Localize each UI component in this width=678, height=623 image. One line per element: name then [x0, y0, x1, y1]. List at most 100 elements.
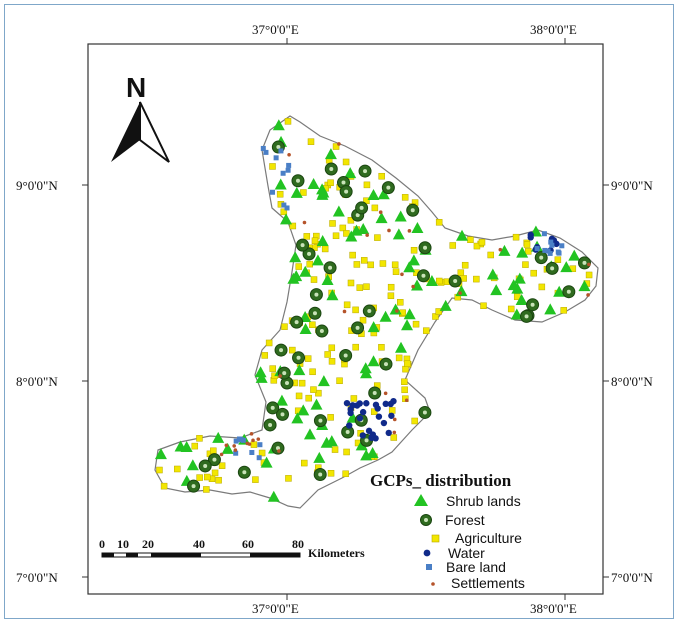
agriculture-point [328, 344, 336, 352]
shrub-point [332, 205, 345, 217]
shrub-point [154, 448, 167, 460]
agriculture-point [309, 368, 316, 376]
forest-point-core [422, 410, 427, 415]
agriculture-point [310, 276, 318, 283]
settlement-point [378, 210, 383, 215]
settlement-point [247, 442, 252, 446]
lat-label-right-9: 9°0'0"N [611, 178, 653, 193]
agriculture-point [585, 271, 593, 279]
shrub-point [560, 261, 573, 273]
agriculture-point [512, 233, 520, 241]
legend-label-agriculture: Agriculture [455, 530, 522, 546]
settlement-point [387, 228, 391, 233]
agriculture-point [203, 486, 210, 493]
agriculture-point [339, 224, 347, 232]
agriculture-point [449, 242, 457, 249]
agriculture-point [560, 307, 568, 314]
forest-point-core [530, 302, 535, 307]
agriculture-point [309, 321, 316, 328]
settlements-legend-icon [431, 582, 435, 586]
shrub-point [260, 456, 273, 468]
graticule-ticks [82, 38, 609, 600]
agriculture-legend-icon [431, 534, 440, 543]
forest-point-core [328, 265, 333, 270]
agriculture-point [342, 470, 349, 478]
water-point [369, 431, 376, 438]
agriculture-point [332, 143, 340, 150]
bare-land-point [286, 162, 292, 168]
scale-tick-60: 60 [242, 537, 254, 551]
legend-label-bare-land: Bare land [446, 559, 506, 575]
bare-land-point [233, 450, 239, 456]
north-arrow: N [111, 72, 170, 163]
settlement-point [498, 247, 503, 252]
water-point [353, 402, 361, 409]
agriculture-point [401, 194, 409, 201]
legend-label-forest: Forest [445, 512, 485, 528]
forest-point-core [363, 169, 368, 174]
agriculture-point [473, 275, 480, 283]
agriculture-point [328, 358, 336, 365]
settlement-point [287, 152, 291, 157]
forest-point-core [343, 353, 348, 358]
legend-label-shrub-lands: Shrub lands [446, 493, 521, 509]
settlement-point [407, 229, 412, 233]
agriculture-point [402, 395, 409, 402]
agriculture-point [487, 251, 494, 259]
shrub-point [254, 366, 267, 378]
agriculture-point [363, 283, 370, 290]
agriculture-point [311, 237, 319, 244]
shrub-point [186, 459, 199, 471]
agriculture-point [522, 261, 529, 268]
shrub-point [325, 435, 338, 447]
scale-unit: Kilometers [308, 546, 365, 560]
shrub-point [344, 167, 357, 179]
agriculture-point [327, 470, 335, 477]
forest-point-core [355, 213, 360, 218]
settlement-point [277, 449, 281, 453]
settlement-point [219, 452, 224, 457]
bare-land-point [256, 455, 262, 461]
shrub-point [515, 293, 528, 305]
shrub-point [568, 249, 581, 261]
settlement-point [404, 398, 409, 403]
agriculture-point [343, 230, 350, 237]
bare-land-point [555, 249, 561, 255]
forest-point-core [453, 278, 458, 283]
forest-point-core [539, 255, 544, 260]
agriculture-point [329, 220, 336, 227]
water-point [356, 415, 364, 422]
shrub-point [307, 177, 320, 189]
agriculture-point [436, 277, 443, 285]
settlement-point [278, 374, 282, 378]
agriculture-point [401, 386, 408, 394]
bare-land-point [260, 145, 266, 151]
water-point [347, 406, 354, 413]
agriculture-point [387, 283, 395, 291]
forest-point-core [329, 167, 334, 172]
shrub-point [299, 265, 312, 277]
shrub-point [375, 212, 388, 224]
agriculture-point [367, 261, 374, 269]
water-point [385, 429, 392, 437]
scale-bar: 0 10 20 40 60 80 Kilometers [99, 537, 365, 560]
shrub-point [275, 394, 288, 406]
agriculture-point [401, 378, 408, 386]
agriculture-point [343, 448, 350, 456]
settlement-point [400, 272, 404, 277]
agriculture-point [196, 474, 203, 481]
forest-point-core [341, 180, 346, 185]
study-area-boundary [154, 115, 599, 509]
bare-land-point [240, 437, 246, 443]
settlement-point [337, 142, 341, 146]
agriculture-point [342, 158, 350, 166]
agriculture-point [215, 476, 222, 484]
agriculture-point [435, 308, 442, 315]
shrub-point [367, 355, 380, 367]
shrub-point [357, 222, 370, 234]
forest-point-core [280, 412, 285, 417]
settlement-point [224, 443, 229, 448]
shrub-point [310, 398, 323, 410]
lon-label-top-38: 38°0'0"E [530, 22, 577, 37]
forest-point-core [423, 245, 428, 250]
